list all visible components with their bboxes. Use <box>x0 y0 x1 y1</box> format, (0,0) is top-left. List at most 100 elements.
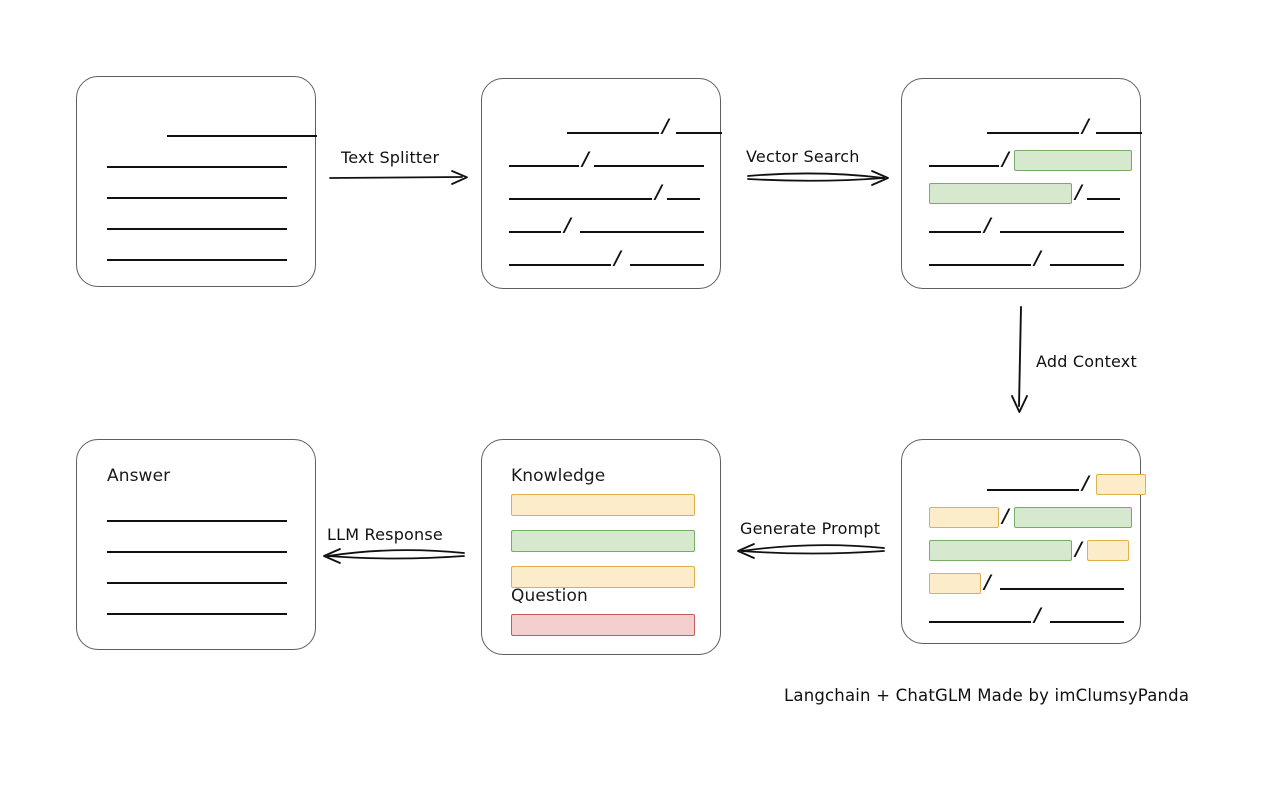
green-highlight-chip <box>929 182 1072 204</box>
slash-separator: / <box>1082 471 1089 494</box>
yellow-highlight-chip <box>1086 539 1129 561</box>
text-row: / <box>929 246 1124 269</box>
text-underline <box>509 231 561 233</box>
text-row: / <box>929 537 1129 561</box>
card-source-document[interactable] <box>76 76 317 287</box>
slash-separator: / <box>1082 114 1089 137</box>
text-row: / <box>509 114 722 137</box>
arrow-label-llm-response: LLM Response <box>327 525 443 544</box>
slash-separator: / <box>1034 603 1041 626</box>
arrow-add-context <box>1011 306 1028 413</box>
text-underline <box>509 165 579 167</box>
yellow-highlight-chip <box>929 572 981 594</box>
text-row <box>107 507 287 523</box>
text-underline <box>107 551 287 553</box>
slash-separator: / <box>984 213 991 236</box>
green-highlight-chip <box>1013 506 1132 528</box>
text-underline <box>987 489 1079 491</box>
green-highlight-chip <box>929 539 1072 561</box>
slash-separator: / <box>984 570 991 593</box>
green-highlight-chip <box>1013 149 1132 171</box>
text-row <box>107 122 317 138</box>
arrow-label-text-splitter: Text Splitter <box>341 148 440 167</box>
knowledge-bar-1 <box>511 494 695 516</box>
arrow-generate-prompt <box>737 543 885 559</box>
slash-separator: / <box>662 114 669 137</box>
text-row: / <box>509 180 700 203</box>
yellow-highlight-chip <box>929 506 999 528</box>
text-underline <box>675 132 722 134</box>
slash-separator: / <box>564 213 571 236</box>
text-underline <box>999 231 1124 233</box>
slash-separator: / <box>1075 537 1082 560</box>
card-answer-document[interactable]: Answer <box>76 439 316 650</box>
text-underline <box>987 132 1079 134</box>
answer-heading: Answer <box>107 466 171 486</box>
yellow-highlight-chip <box>1095 473 1146 495</box>
slash-separator: / <box>1075 180 1082 203</box>
text-row <box>107 153 287 169</box>
arrow-label-generate-prompt: Generate Prompt <box>740 519 881 538</box>
arrow-vector-search <box>747 170 889 186</box>
slash-separator: / <box>655 180 662 203</box>
slash-separator: / <box>614 246 621 269</box>
knowledge-bar-2 <box>511 530 695 552</box>
text-underline <box>107 582 287 584</box>
text-underline <box>929 264 1031 266</box>
text-row: / <box>929 180 1120 204</box>
card-prompt-document[interactable]: Knowledge Question <box>481 439 721 655</box>
text-underline <box>929 165 999 167</box>
text-underline <box>1086 198 1120 200</box>
text-row <box>107 246 287 262</box>
arrow-label-add-context: Add Context <box>1036 352 1137 371</box>
text-underline <box>167 135 317 137</box>
text-row <box>107 569 287 585</box>
text-row: / <box>929 114 1142 137</box>
text-underline <box>1049 621 1124 623</box>
text-underline <box>107 520 287 522</box>
text-underline <box>107 613 287 615</box>
text-underline <box>1049 264 1124 266</box>
text-underline <box>107 197 287 199</box>
text-underline <box>567 132 659 134</box>
arrow-llm-response <box>323 548 465 564</box>
text-underline <box>999 588 1124 590</box>
text-underline <box>666 198 700 200</box>
question-heading: Question <box>511 586 588 606</box>
slash-separator: / <box>1034 246 1041 269</box>
text-underline <box>107 166 287 168</box>
text-row <box>107 600 287 616</box>
text-row: / <box>929 570 1124 594</box>
text-row: / <box>929 603 1124 626</box>
text-underline <box>593 165 704 167</box>
card-context-document[interactable]: / / / / / <box>901 439 1146 644</box>
knowledge-heading: Knowledge <box>511 466 606 486</box>
text-underline <box>929 621 1031 623</box>
text-row: / <box>509 147 704 170</box>
text-underline <box>509 198 652 200</box>
slash-separator: / <box>1002 147 1009 170</box>
text-underline <box>579 231 704 233</box>
card-split-document[interactable]: / / / / / <box>481 78 722 289</box>
text-underline <box>929 231 981 233</box>
text-underline <box>107 228 287 230</box>
text-row: / <box>509 213 704 236</box>
text-row: / <box>509 246 704 269</box>
text-row: / <box>929 213 1124 236</box>
footer-credit: Langchain + ChatGLM Made by imClumsyPand… <box>784 686 1190 705</box>
text-underline <box>1095 132 1142 134</box>
question-bar-1 <box>511 614 695 636</box>
text-row: / <box>929 504 1132 528</box>
text-underline <box>509 264 611 266</box>
text-row: / <box>929 471 1146 495</box>
arrow-label-vector-search: Vector Search <box>746 147 860 166</box>
slash-separator: / <box>1002 504 1009 527</box>
text-row <box>107 538 287 554</box>
slash-separator: / <box>582 147 589 170</box>
text-underline <box>629 264 704 266</box>
text-underline <box>107 259 287 261</box>
card-matched-document[interactable]: / / / / / <box>901 78 1142 289</box>
arrow-text-splitter <box>329 170 468 185</box>
knowledge-bar-3 <box>511 566 695 588</box>
